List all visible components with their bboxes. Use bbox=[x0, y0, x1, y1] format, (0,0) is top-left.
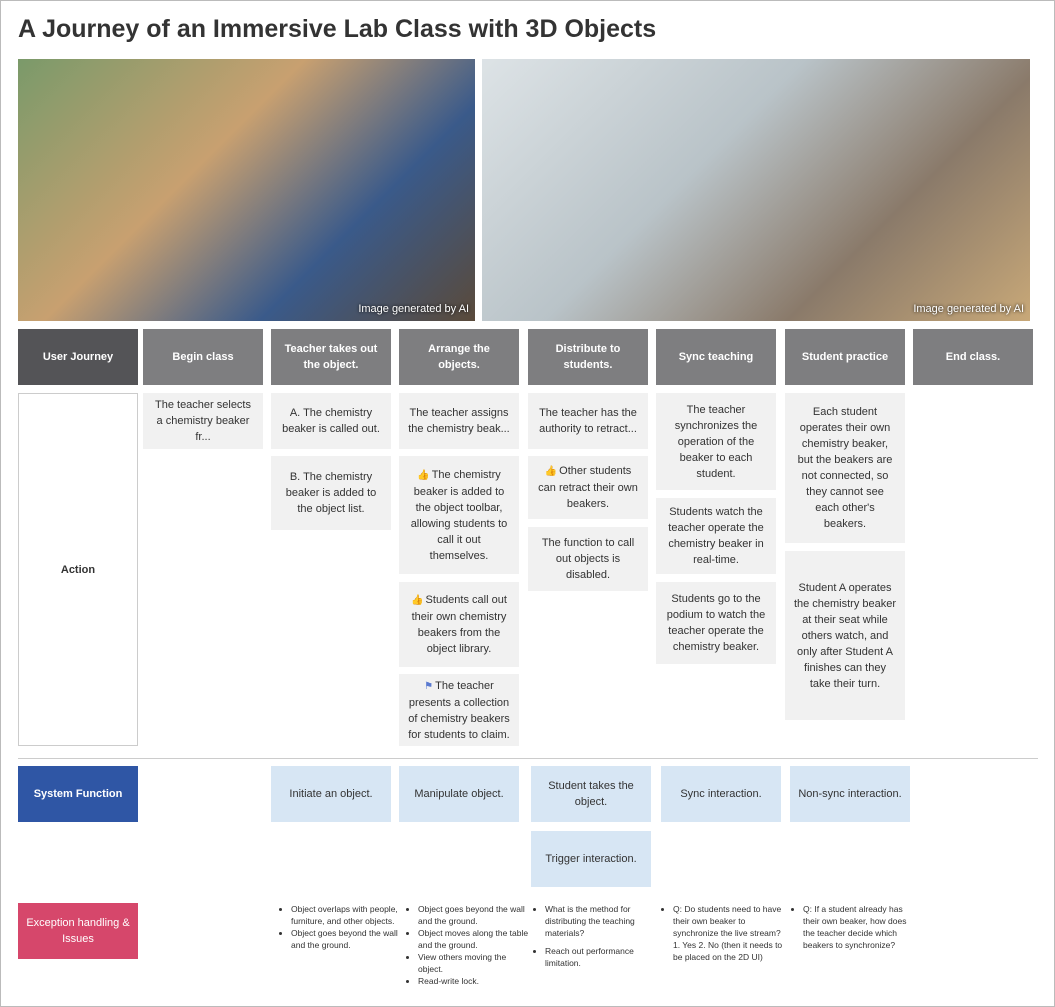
image-caption: Image generated by AI bbox=[358, 303, 469, 315]
action-card[interactable]: A. The chemistry beaker is called out. bbox=[271, 393, 391, 449]
exception-list: Q: If a student already has their own be… bbox=[791, 903, 915, 951]
action-card-text: Students call out their own chemistry be… bbox=[411, 594, 507, 655]
image-caption: Image generated by AI bbox=[913, 303, 1024, 315]
exception-item: Read-write lock. bbox=[418, 975, 530, 987]
row-label-system-function: System Function bbox=[18, 766, 138, 822]
action-card-text: The chemistry beaker is added to the obj… bbox=[410, 468, 508, 562]
action-card[interactable]: Students go to the podium to watch the t… bbox=[656, 582, 776, 664]
action-card-content: 👍Students call out their own chemistry b… bbox=[407, 592, 511, 657]
lab-image: Image generated by AI bbox=[482, 59, 1030, 321]
exception-item: Object moves along the table and the gro… bbox=[418, 927, 530, 951]
action-card[interactable]: ⚑The teacher presents a collection of ch… bbox=[399, 674, 519, 746]
action-card-content: 👍Other students can retract their own be… bbox=[536, 463, 640, 512]
exception-item: View others moving the object. bbox=[418, 951, 530, 975]
exception-list: Object goes beyond the wall and the grou… bbox=[406, 903, 530, 987]
system-card[interactable]: Manipulate object. bbox=[399, 766, 519, 822]
exception-item: Q: Do students need to have their own be… bbox=[673, 903, 785, 963]
action-card[interactable]: The function to call out objects is disa… bbox=[528, 527, 648, 591]
header-practice: Student practice bbox=[785, 329, 905, 385]
action-card[interactable]: 👍The chemistry beaker is added to the ob… bbox=[399, 456, 519, 574]
system-card[interactable]: Initiate an object. bbox=[271, 766, 391, 822]
exception-list: Q: Do students need to have their own be… bbox=[661, 903, 785, 963]
action-card[interactable]: Students watch the teacher operate the c… bbox=[656, 498, 776, 574]
header-begin-class: Begin class bbox=[143, 329, 263, 385]
header-sync: Sync teaching bbox=[656, 329, 776, 385]
action-card[interactable]: The teacher selects a chemistry beaker f… bbox=[143, 393, 263, 449]
action-card[interactable]: 👍Other students can retract their own be… bbox=[528, 456, 648, 519]
action-card-content: 👍The chemistry beaker is added to the ob… bbox=[407, 467, 511, 564]
exception-item: What is the method for distributing the … bbox=[545, 903, 657, 939]
page-title: A Journey of an Immersive Lab Class with… bbox=[18, 15, 657, 43]
exception-item: Object overlaps with people, furniture, … bbox=[291, 903, 403, 927]
action-card-text: The teacher presents a collection of che… bbox=[408, 679, 510, 741]
header-arrange: Arrange the objects. bbox=[399, 329, 519, 385]
classroom-image: Image generated by AI bbox=[18, 59, 475, 321]
header-end-class: End class. bbox=[913, 329, 1033, 385]
action-card[interactable]: Each student operates their own chemistr… bbox=[785, 393, 905, 543]
system-card[interactable]: Trigger interaction. bbox=[531, 831, 651, 887]
row-label-action: Action bbox=[18, 393, 138, 746]
thumbs-up-icon: 👍 bbox=[411, 595, 424, 606]
exception-item: Reach out performance limitation. bbox=[545, 945, 657, 969]
header-distribute: Distribute to students. bbox=[528, 329, 648, 385]
exception-item: Q: If a student already has their own be… bbox=[803, 903, 915, 951]
thumbs-up-icon: 👍 bbox=[544, 466, 558, 477]
divider bbox=[18, 758, 1038, 759]
flag-icon: ⚑ bbox=[424, 680, 434, 692]
header-take-out: Teacher takes out the object. bbox=[271, 329, 391, 385]
exception-item: Object goes beyond the wall and the grou… bbox=[291, 927, 403, 951]
exception-list: Object overlaps with people, furniture, … bbox=[279, 903, 403, 951]
system-card[interactable]: Sync interaction. bbox=[661, 766, 781, 822]
action-card-text: Other students can retract their own bea… bbox=[538, 465, 638, 510]
action-card[interactable]: The teacher assigns the chemistry beak..… bbox=[399, 393, 519, 449]
action-card-content: ⚑The teacher presents a collection of ch… bbox=[407, 678, 511, 743]
header-user-journey: User Journey bbox=[18, 329, 138, 385]
action-card[interactable]: 👍Students call out their own chemistry b… bbox=[399, 582, 519, 667]
system-card[interactable]: Student takes the object. bbox=[531, 766, 651, 822]
row-label-exception: Exception handling & Issues bbox=[18, 903, 138, 959]
system-card[interactable]: Non-sync interaction. bbox=[790, 766, 910, 822]
thumbs-up-icon: 👍 bbox=[417, 469, 430, 481]
exception-list: What is the method for distributing the … bbox=[533, 903, 657, 969]
exception-item: Object goes beyond the wall and the grou… bbox=[418, 903, 530, 927]
action-card[interactable]: Student A operates the chemistry beaker … bbox=[785, 551, 905, 720]
action-card[interactable]: The teacher has the authority to retract… bbox=[528, 393, 648, 449]
action-card[interactable]: The teacher synchronizes the operation o… bbox=[656, 393, 776, 490]
action-card[interactable]: B. The chemistry beaker is added to the … bbox=[271, 456, 391, 530]
